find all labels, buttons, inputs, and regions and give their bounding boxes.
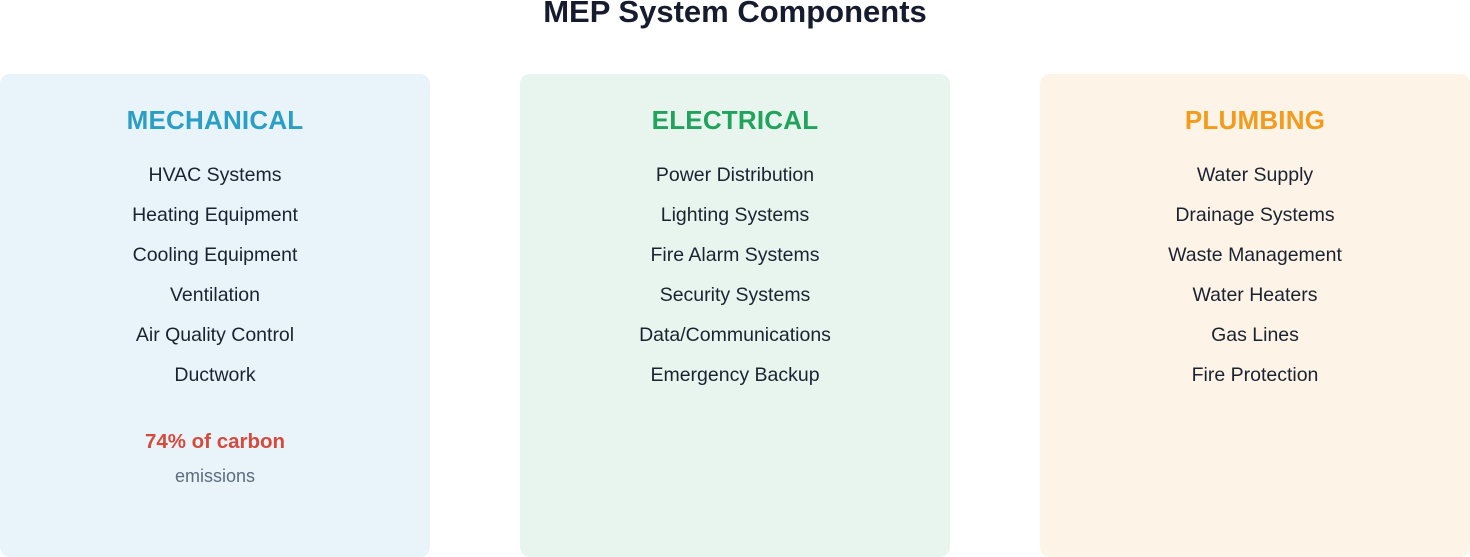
electrical-panel: ELECTRICAL Power Distribution Lighting S… (520, 74, 950, 557)
electrical-item-list: Power Distribution Lighting Systems Fire… (520, 160, 950, 400)
list-item: Emergency Backup (650, 364, 820, 386)
list-item: Fire Protection (1191, 364, 1319, 386)
mechanical-heading: MECHANICAL (126, 105, 304, 135)
list-item: Data/Communications (639, 324, 831, 346)
plumbing-item-list: Water Supply Drainage Systems Waste Mana… (1040, 160, 1470, 400)
list-item: Air Quality Control (135, 324, 295, 346)
carbon-stat-caption: emissions (174, 466, 256, 486)
electrical-heading: ELECTRICAL (651, 105, 819, 135)
list-item: Ventilation (170, 284, 260, 306)
plumbing-panel: PLUMBING Water Supply Drainage Systems W… (1040, 74, 1470, 557)
list-item: Heating Equipment (132, 204, 298, 226)
carbon-stat-value: 74% of carbon (144, 430, 286, 453)
mechanical-item-list: HVAC Systems Heating Equipment Cooling E… (0, 160, 430, 400)
list-item: Power Distribution (655, 164, 815, 186)
list-item: Lighting Systems (660, 204, 810, 226)
list-item: Drainage Systems (1175, 204, 1335, 226)
list-item: Ductwork (174, 364, 256, 386)
plumbing-heading: PLUMBING (1184, 105, 1326, 135)
mechanical-panel: MECHANICAL HVAC Systems Heating Equipmen… (0, 74, 430, 557)
list-item: HVAC Systems (148, 164, 282, 186)
list-item: Waste Management (1168, 244, 1342, 266)
list-item: Water Supply (1196, 164, 1314, 186)
list-item: Gas Lines (1211, 324, 1299, 346)
list-item: Water Heaters (1192, 284, 1318, 306)
list-item: Fire Alarm Systems (650, 244, 820, 266)
list-item: Cooling Equipment (132, 244, 298, 266)
list-item: Security Systems (659, 284, 811, 306)
page-title: MEP System Components (543, 0, 927, 29)
